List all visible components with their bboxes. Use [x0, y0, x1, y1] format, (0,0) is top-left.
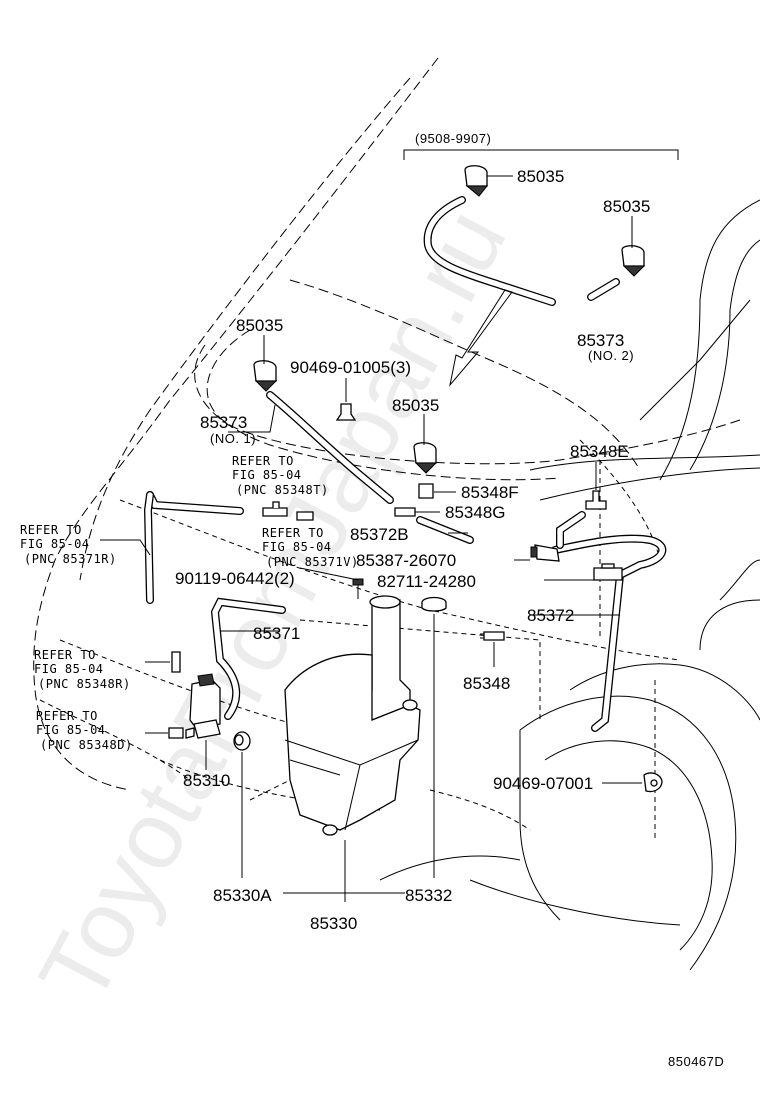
part-label: 85330A: [213, 886, 272, 905]
part-label: 85373: [200, 413, 247, 432]
part-label: 85035: [236, 316, 283, 335]
svg-text:REFER TO: REFER TO: [20, 523, 82, 537]
joint-85348F-icon: [418, 483, 434, 499]
washer-nozzle-icon: [464, 165, 489, 197]
part-labels: 85035 85035 85373 (NO. 2) 85035 90469-01…: [175, 167, 650, 933]
part-label: 90119-06442(2): [175, 569, 295, 588]
svg-text:REFER TO: REFER TO: [232, 454, 294, 468]
svg-text:FIG 85-04: FIG 85-04: [262, 540, 332, 554]
hose-85371: [143, 491, 286, 720]
part-label: 85348E: [570, 442, 629, 461]
joint-85348E-icon: [585, 490, 607, 510]
part-label: 85372: [527, 606, 574, 625]
joint-85348-icon: [480, 631, 505, 641]
refer-85371V: REFER TO FIG 85-04 (PNC 85371V): [262, 526, 359, 569]
part-label: 85348G: [445, 503, 506, 522]
part-label: 85373: [577, 331, 624, 350]
svg-text:FIG 85-04: FIG 85-04: [36, 723, 106, 737]
svg-text:(PNC 85348T): (PNC 85348T): [236, 483, 329, 497]
refer-85348T: REFER TO FIG 85-04 (PNC 85348T): [232, 454, 329, 497]
svg-text:FIG 85-04: FIG 85-04: [34, 662, 104, 676]
part-label: 85332: [405, 886, 452, 905]
upper-nozzle-hose: [423, 196, 620, 306]
joint-85348T-icon: [262, 501, 288, 517]
joint-85348R-icon: [171, 651, 181, 673]
svg-text:(PNC 85371V): (PNC 85371V): [266, 555, 359, 569]
part-label: 85371: [253, 624, 300, 643]
part-note: (NO. 2): [588, 348, 634, 363]
joint-85348D-icon: [168, 727, 184, 739]
refer-85371R: REFER TO FIG 85-04 (PNC 85371R): [20, 523, 117, 566]
svg-text:REFER TO: REFER TO: [36, 709, 98, 723]
svg-text:(PNC 85348R): (PNC 85348R): [38, 677, 131, 691]
refer-85348R: REFER TO FIG 85-04 (PNC 85348R): [34, 648, 131, 691]
washer-nozzle-icon: [413, 442, 438, 474]
svg-text:REFER TO: REFER TO: [34, 648, 96, 662]
part-label: 82711-24280: [377, 572, 476, 591]
part-label: 85035: [517, 167, 564, 186]
washer-tank-icon: [284, 595, 421, 836]
washer-nozzle-icon: [253, 360, 278, 392]
part-label: 90469-07001: [493, 774, 593, 793]
washer-pump-icon: [185, 673, 221, 739]
grommet-85330A-icon: [233, 731, 251, 751]
washer-nozzle-icon: [621, 245, 646, 277]
svg-text:FIG 85-04: FIG 85-04: [20, 537, 90, 551]
refer-85348D: REFER TO FIG 85-04 (PNC 85348D): [36, 709, 133, 752]
part-note: (NO. 1): [210, 431, 256, 446]
part-label: 90469-01005(3): [290, 358, 411, 377]
part-label: 85348: [463, 674, 510, 693]
part-label: 85348F: [461, 483, 519, 502]
clip-90469-07001-icon: [643, 772, 663, 793]
part-label: 85387-26070: [356, 551, 456, 570]
hose-85372: [551, 511, 667, 732]
part-label: 85035: [392, 396, 439, 415]
clip-icon: [335, 403, 357, 421]
part-label: 85310: [183, 771, 230, 790]
bolt-90119-icon: [352, 578, 364, 599]
svg-text:FIG 85-04: FIG 85-04: [232, 468, 302, 482]
valve-85387-icon: [530, 544, 560, 562]
vehicle-body-outline: [33, 57, 741, 840]
leader-lines: [100, 175, 642, 902]
fender-outline: [379, 199, 760, 971]
part-label: 85372B: [350, 525, 409, 544]
part-label: 85035: [603, 197, 650, 216]
clamp-82711-icon: [593, 563, 623, 581]
date-range-label: (9508-9907): [415, 131, 491, 146]
part-label: 85330: [310, 914, 357, 933]
svg-text:REFER TO: REFER TO: [262, 526, 324, 540]
direction-arrow: [449, 289, 513, 387]
figure-code: 850467D: [668, 1054, 724, 1069]
date-range-bracket: (9508-9907): [403, 131, 679, 160]
cap-85332-icon: [421, 596, 447, 612]
joint-85348G-icon: [394, 507, 416, 517]
svg-text:(PNC 85348D): (PNC 85348D): [40, 738, 133, 752]
svg-text:(PNC 85371R): (PNC 85371R): [24, 552, 117, 566]
hose-85372B: [416, 516, 474, 544]
joint-85371V-icon: [296, 511, 314, 521]
nozzle-hose-no1: [266, 391, 394, 504]
